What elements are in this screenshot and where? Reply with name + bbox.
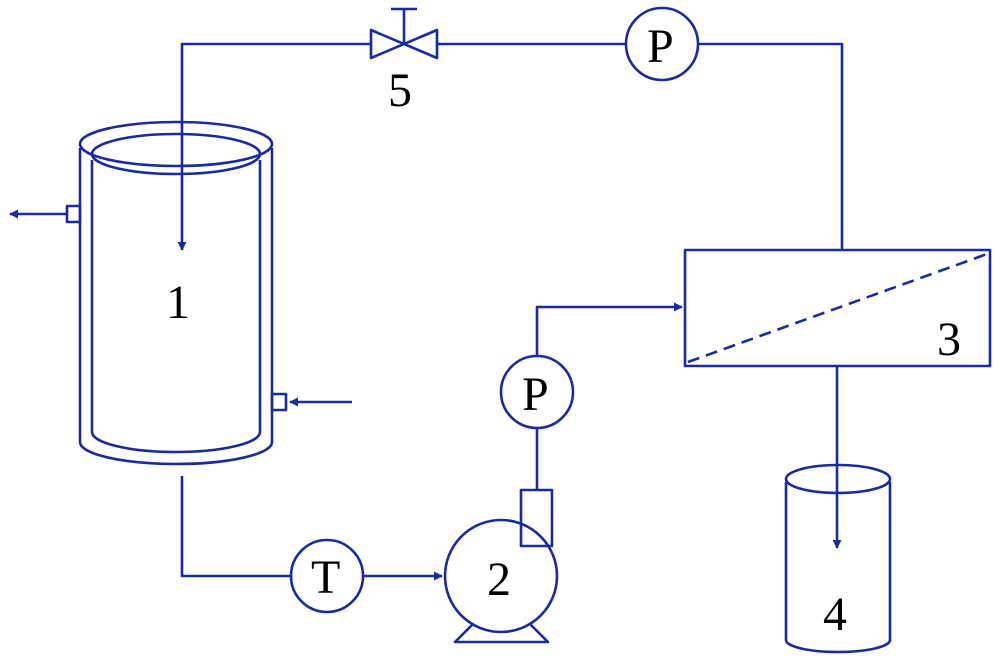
jacket-outlet-nozzle (65, 204, 82, 224)
jacket-inlet-nozzle (270, 392, 288, 412)
retentate-pipe-from-module (699, 42, 844, 250)
valve-body-icon (369, 28, 439, 60)
tank-outlet-pipe (180, 476, 290, 578)
pump-base (453, 623, 550, 644)
gauge-label: P (647, 20, 674, 73)
pump-discharge-line (535, 302, 683, 490)
thermometer: T (289, 538, 365, 614)
valve: 5 (369, 7, 439, 117)
tank-inner-rim (90, 132, 262, 176)
tank-label: 1 (166, 276, 190, 329)
tank-jacket-rim (78, 120, 274, 168)
gauge-circle-pump (499, 354, 575, 430)
valve-label: 5 (388, 64, 412, 117)
retentate-return-line (177, 42, 844, 251)
pump-casing (443, 518, 559, 634)
module-label: 3 (937, 313, 961, 366)
feed-line (180, 476, 443, 581)
vessel-body (784, 482, 892, 654)
vessel-rim (784, 463, 892, 495)
thermometer-circle (289, 538, 365, 614)
gauge-to-module-pipe (535, 302, 683, 356)
membrane-line (687, 252, 988, 364)
gauge-label-pump: P (522, 368, 549, 421)
pump-label: 2 (487, 553, 511, 606)
return-pipe-into-tank (177, 42, 371, 251)
pressure-gauge-retentate: P (624, 6, 700, 82)
pump: 2 (443, 488, 559, 644)
pump-discharge-nozzle (519, 488, 554, 548)
thermometer-label: T (311, 551, 340, 604)
tank-jacket (78, 148, 274, 466)
collection-vessel: 4 (784, 463, 892, 654)
jacketed-tank: 1 (9, 120, 352, 466)
pressure-gauge-pump: P (499, 354, 575, 430)
gauge-circle (624, 6, 700, 82)
membrane-module: 3 (683, 248, 992, 368)
tank-inner-wall (90, 160, 262, 454)
vessel-label: 4 (823, 588, 847, 641)
